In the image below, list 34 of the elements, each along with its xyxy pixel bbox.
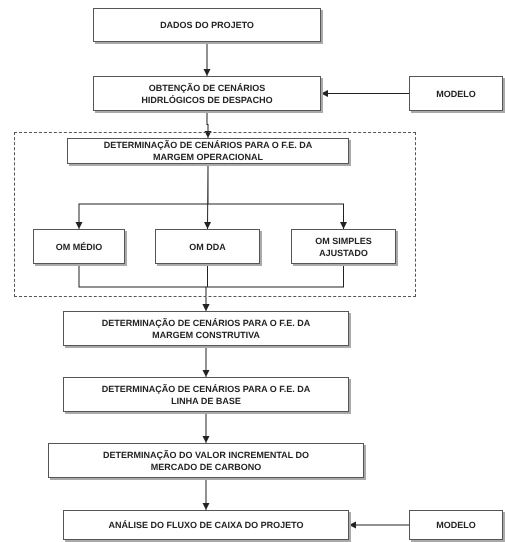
arrow (202, 346, 210, 378)
process-box (93, 76, 321, 111)
arrow (202, 478, 210, 510)
box-label: OM SIMPLES AJUSTADO (314, 234, 373, 258)
box-label: MODELO (435, 88, 477, 100)
box-label: DETERMINAÇÃO DE CENÁRIOS PARA O F.E. DA LINHA DE BASE (101, 382, 311, 406)
arrow (320, 90, 410, 97)
process-box (67, 138, 349, 164)
arrow (202, 264, 344, 312)
process-box (33, 229, 125, 264)
arrow (208, 164, 347, 230)
box-label: OM DDA (188, 240, 227, 252)
process-box (63, 510, 349, 540)
process-box (409, 76, 503, 111)
arrow (204, 42, 210, 76)
process-box (63, 377, 349, 412)
box-label: DETERMINAÇÃO DE CENÁRIOS PARA O F.E. DA MARGEM CONSTRUTIVA (101, 316, 311, 340)
box-label: DADOS DO PROJETO (159, 19, 255, 31)
process-box (409, 510, 503, 540)
arrow (204, 110, 212, 138)
arrow (348, 522, 410, 528)
process-box (48, 443, 364, 478)
box-label: DETERMINAÇÃO DO VALOR INCREMENTAL DO MERCADO DE CARBONO (102, 448, 310, 472)
arrow (202, 412, 210, 444)
process-box (63, 311, 349, 346)
dashed-group-box (14, 132, 416, 297)
process-box (291, 229, 396, 264)
box-label: MODELO (435, 519, 477, 531)
box-label: ANÁLISE DO FLUXO DE CAIXA DO PROJETO (107, 519, 305, 531)
process-box (155, 229, 260, 264)
box-label: OM MÉDIO (54, 240, 104, 252)
process-box (93, 8, 321, 42)
box-label: DETERMINAÇÃO DE CENÁRIOS PARA O F.E. DA MARGEM OPERACIONAL (103, 139, 313, 163)
box-label: OBTENÇÃO DE CENÁRIOS HIDRLÓGICOS DE DESPACHO (140, 82, 274, 106)
